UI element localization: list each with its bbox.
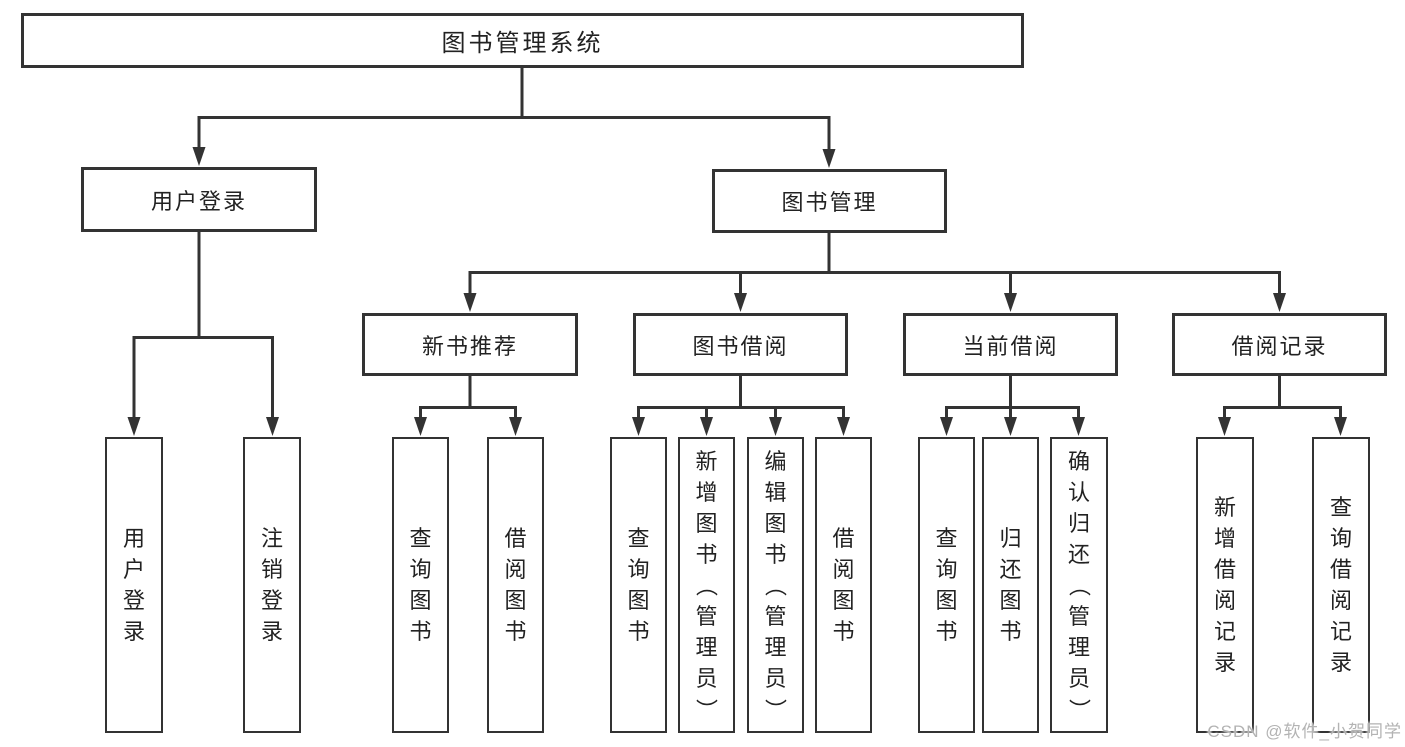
leaf-add-books-admin: 新增图书（管理员） <box>678 437 735 733</box>
leaf-borrow-books-2: 借阅图书 <box>815 437 872 733</box>
leaf-label: 查询借阅记录 <box>1329 495 1352 675</box>
node-library-management-system: 图书管理系统 <box>21 13 1024 68</box>
leaf-query-books-1: 查询图书 <box>392 437 449 733</box>
leaf-label: 借阅图书 <box>504 526 527 644</box>
arrowheads <box>127 147 1347 436</box>
leaf-label: 注销登录 <box>260 526 283 644</box>
leaf-label: 归还图书 <box>999 526 1022 644</box>
leaf-label: 查询图书 <box>409 526 432 644</box>
leaf-user-login: 用户登录 <box>105 437 163 733</box>
leaf-label: 查询图书 <box>935 526 958 644</box>
node-new-book-recommendation: 新书推荐 <box>362 313 578 376</box>
node-borrowing-records: 借阅记录 <box>1172 313 1387 376</box>
leaf-edit-books-admin: 编辑图书（管理员） <box>747 437 804 733</box>
leaf-label: 新增图书（管理员） <box>693 448 719 721</box>
leaf-query-books-2: 查询图书 <box>610 437 667 733</box>
node-current-borrowing: 当前借阅 <box>903 313 1118 376</box>
leaf-borrow-books-1: 借阅图书 <box>487 437 544 733</box>
leaf-query-books-3: 查询图书 <box>918 437 975 733</box>
leaf-label: 查询图书 <box>627 526 650 644</box>
leaf-add-borrow-record: 新增借阅记录 <box>1196 437 1254 733</box>
leaf-logout: 注销登录 <box>243 437 301 733</box>
node-book-borrowing: 图书借阅 <box>633 313 848 376</box>
leaf-confirm-return-admin: 确认归还（管理员） <box>1050 437 1108 733</box>
csdn-watermark: CSDN @软件_小贺同学 <box>1207 722 1402 741</box>
leaf-return-books: 归还图书 <box>982 437 1039 733</box>
leaf-label: 确认归还（管理员） <box>1066 448 1092 721</box>
leaf-label: 新增借阅记录 <box>1213 495 1236 675</box>
leaf-query-borrow-record: 查询借阅记录 <box>1312 437 1370 733</box>
node-user-login: 用户登录 <box>81 167 317 232</box>
leaf-label: 借阅图书 <box>832 526 855 644</box>
leaf-label: 编辑图书（管理员） <box>762 448 788 721</box>
leaf-label: 用户登录 <box>122 526 145 644</box>
node-book-management: 图书管理 <box>712 169 947 233</box>
